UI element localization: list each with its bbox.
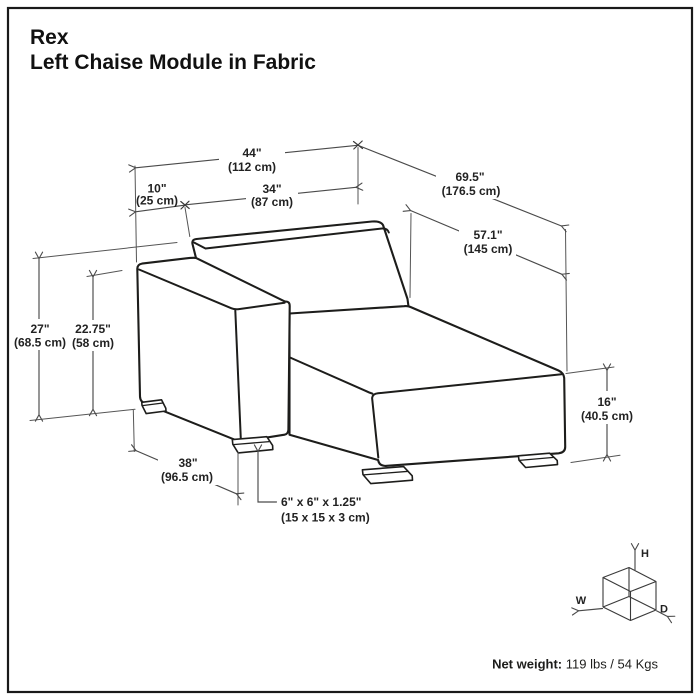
label-arm-height-cm: (58 cm) bbox=[72, 336, 114, 350]
cube-width-arrow bbox=[571, 607, 604, 616]
label-overall-width-cm: (112 cm) bbox=[228, 160, 276, 174]
product-variant: Left Chaise Module in Fabric bbox=[30, 51, 316, 74]
label-arm-depth-cm: (96.5 cm) bbox=[161, 470, 213, 484]
cube-depth-label: D bbox=[660, 604, 668, 616]
x-marker-top-right bbox=[352, 140, 364, 150]
label-overall-height-cm: (68.5 cm) bbox=[14, 336, 66, 350]
label-leg-cm: (15 x 15 x 3 cm) bbox=[281, 511, 370, 525]
label-seat-height-in: 16" bbox=[597, 395, 616, 409]
dimension-label-backgrounds bbox=[12, 145, 637, 485]
net-weight-value: 119 lbs / 54 Kgs bbox=[562, 657, 658, 672]
label-overall-height-in: 27" bbox=[30, 322, 49, 336]
label-overall-width-in: 44" bbox=[242, 146, 261, 160]
label-overall-depth-cm: (176.5 cm) bbox=[442, 184, 501, 198]
label-arm-width-in: 10" bbox=[147, 182, 166, 196]
label-leg-in: 6" x 6" x 1.25" bbox=[281, 495, 361, 509]
foot-center bbox=[361, 465, 414, 485]
net-weight-label: Net weight: bbox=[492, 657, 562, 672]
label-seat-width-in: 34" bbox=[262, 182, 281, 196]
sofa-seat-front-edge bbox=[371, 373, 563, 459]
net-weight: Net weight: 119 lbs / 54 Kgs bbox=[492, 657, 658, 672]
label-arm-depth-in: 38" bbox=[178, 456, 197, 470]
sofa-chaise-seat bbox=[288, 305, 567, 467]
leg-leader-line bbox=[253, 444, 278, 503]
sofa-armrest bbox=[136, 256, 291, 443]
foot-right-crease bbox=[519, 456, 554, 462]
cube-depth-arrow bbox=[655, 610, 676, 624]
product-name: Rex bbox=[30, 26, 69, 49]
foot-back-left-crease bbox=[142, 402, 163, 407]
foot-center-crease bbox=[363, 470, 409, 476]
label-seat-height-cm: (40.5 cm) bbox=[581, 409, 633, 423]
label-seat-width-cm: (87 cm) bbox=[251, 195, 293, 209]
sofa-armrest-front-edge bbox=[234, 309, 242, 440]
page-border bbox=[6, 6, 694, 694]
sofa-backrest-top-edge bbox=[193, 227, 390, 250]
x-marker-arm-join bbox=[180, 200, 190, 210]
orientation-cube: H W D bbox=[571, 543, 676, 624]
label-chaise-depth-cm: (145 cm) bbox=[464, 242, 513, 256]
title-block: Rex Left Chaise Module in Fabric bbox=[30, 26, 316, 74]
label-chaise-depth-in: 57.1" bbox=[473, 228, 502, 242]
dimension-labels: 44" (112 cm) 10" (25 cm) 34" (87 cm) 69.… bbox=[14, 146, 633, 525]
label-arm-height-in: 22.75" bbox=[75, 322, 111, 336]
sofa-seat-left-edge bbox=[289, 356, 374, 395]
cube-wireframe bbox=[602, 566, 657, 622]
sofa-illustration bbox=[136, 220, 567, 485]
foot-back-left bbox=[141, 399, 167, 415]
label-overall-depth-in: 69.5" bbox=[455, 170, 484, 184]
sofa-armrest-top-edge bbox=[138, 268, 286, 311]
cube-height-label: H bbox=[641, 548, 649, 560]
cube-width-label: W bbox=[576, 595, 587, 607]
foot-right bbox=[517, 452, 559, 469]
label-arm-width-cm: (25 cm) bbox=[136, 194, 178, 208]
dim-line-arm-width bbox=[128, 204, 186, 217]
foot-front-left-crease bbox=[233, 440, 270, 446]
